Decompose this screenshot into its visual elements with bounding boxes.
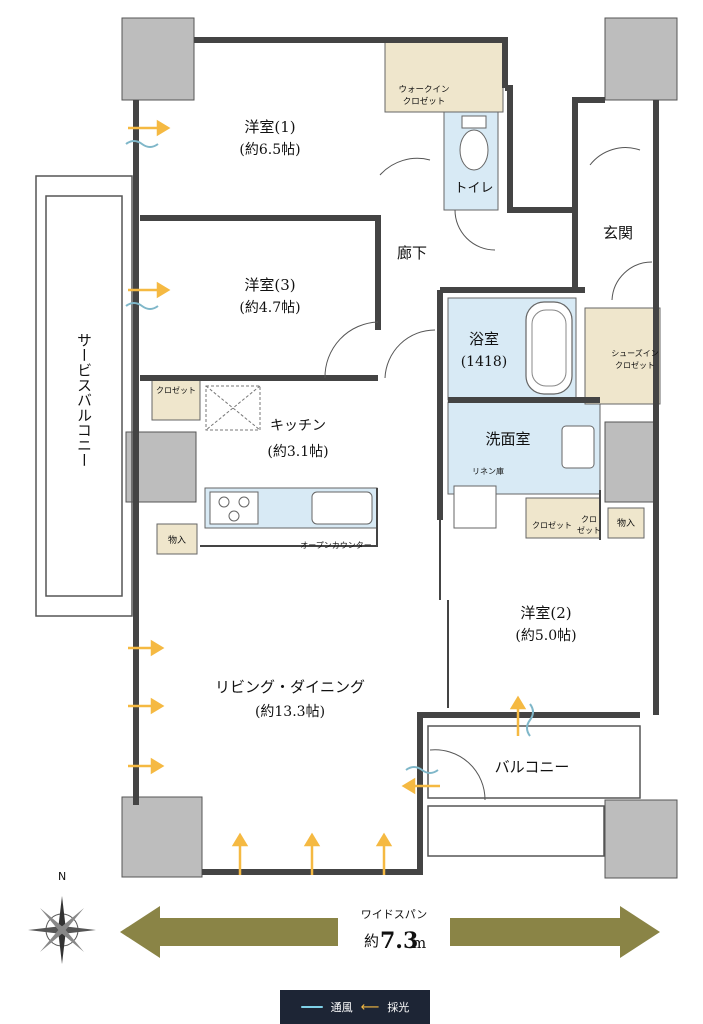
bedroom1-size: (約6.5帖) <box>239 142 300 158</box>
walkin-line1: ウォークイン <box>398 85 449 95</box>
bedroom3-size: (約4.7帖) <box>239 300 300 316</box>
kitchen-range-hood <box>205 385 261 431</box>
bath-name: 浴室 <box>469 330 499 348</box>
bathtub-inner <box>531 309 567 387</box>
shoes-line2: クロゼット <box>615 360 655 370</box>
compass-icon: N <box>28 870 96 964</box>
bedroom3-name: 洋室(3) <box>244 276 295 294</box>
kitchen-size: (約3.1帖) <box>267 444 328 460</box>
storage-areas <box>151 39 661 555</box>
washbasin <box>561 425 595 469</box>
light-legend-icon: ⟵ <box>360 999 380 1015</box>
kitchen-fixtures <box>209 491 373 525</box>
closet-small-1: クロ <box>581 515 597 524</box>
light-arrows <box>128 119 527 875</box>
linen-label: リネン庫 <box>472 466 504 476</box>
closet-small-2: ゼット <box>577 525 601 535</box>
light-legend-label: 採光 <box>387 1001 410 1014</box>
storage-right-label: 物入 <box>617 517 635 529</box>
wide-span: ワイドスパン 約 7.3 m <box>120 906 660 958</box>
kitchen-name: キッチン <box>270 418 326 434</box>
range-hood-cross-2 <box>205 385 261 431</box>
walkin-line2: クロゼット <box>403 96 446 107</box>
closet-washroom-label: クロゼット <box>532 520 572 530</box>
wind-legend-label: 通風 <box>330 1001 353 1014</box>
hallway-name: 廊下 <box>397 244 427 262</box>
open-counter-label: オープンカウンター <box>300 541 372 550</box>
wind-legend-icon <box>300 1006 323 1008</box>
closet-left-label: クロゼット <box>156 385 196 395</box>
bedroom2-name: 洋室(2) <box>520 604 571 622</box>
toilet-tank <box>461 115 487 129</box>
washroom-name: 洗面室 <box>485 430 530 448</box>
living-name: リビング・ダイニング <box>215 678 365 696</box>
thin-walls <box>200 488 601 708</box>
shoes-line1: シューズイン <box>611 348 659 358</box>
service-balcony <box>35 175 133 617</box>
bedroom2-size: (約5.0帖) <box>515 628 576 644</box>
living-size: (約13.3帖) <box>255 704 325 720</box>
entrance-name: 玄関 <box>603 224 633 242</box>
bathtub <box>525 301 573 395</box>
bath-size: (1418) <box>461 354 508 370</box>
storage-left-label: 物入 <box>168 534 186 546</box>
balcony-name: バルコニー <box>495 758 570 776</box>
wind-marks <box>125 140 534 774</box>
bedroom1-name: 洋室(1) <box>244 118 295 136</box>
span-prefix: 約 <box>364 932 379 950</box>
range-hood-cross-1 <box>205 385 261 431</box>
span-value: 7.3 <box>380 928 418 954</box>
doors <box>324 147 653 801</box>
legend: 通風 ⟵ 採光 <box>280 990 430 1024</box>
service-balcony-name: サービスバルコニー <box>75 333 93 468</box>
span-label: ワイドスパン <box>361 908 428 921</box>
toilet-bowl <box>459 129 489 171</box>
compass-north: N <box>58 870 66 883</box>
washing-machine <box>453 485 497 529</box>
toilet-name: トイレ <box>454 181 493 196</box>
front-balcony <box>427 725 641 857</box>
columns <box>121 17 678 879</box>
span-unit: m <box>412 934 426 952</box>
